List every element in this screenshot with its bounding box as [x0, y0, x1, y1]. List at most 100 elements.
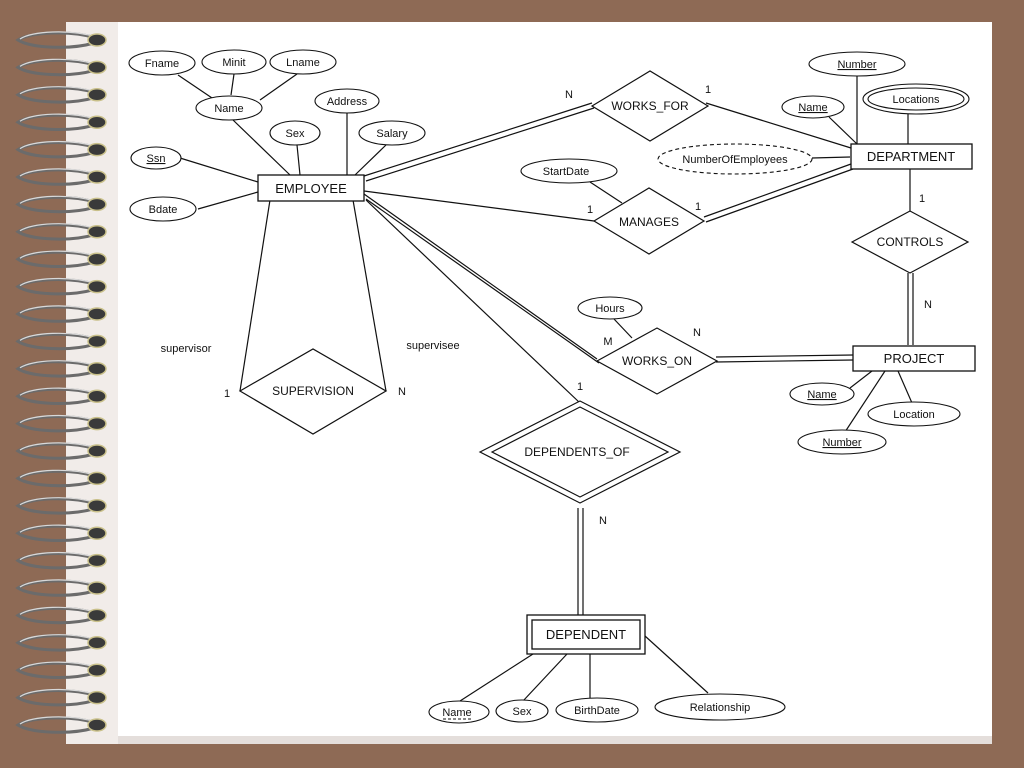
binder-ring — [15, 305, 107, 323]
attr-name[interactable] — [195, 95, 263, 121]
attr-proj-name[interactable] — [789, 382, 855, 406]
line-location-proj — [897, 370, 913, 404]
binder-ring — [15, 661, 107, 679]
label-dep-relationship: Relationship — [690, 702, 751, 714]
supervision-relationship[interactable]: SUPERVISION — [238, 348, 388, 435]
controls-label: CONTROLS — [877, 235, 944, 249]
attr-salary[interactable] — [358, 120, 426, 146]
binder-ring — [15, 58, 107, 77]
line-fname-name — [177, 74, 216, 101]
department-entity[interactable]: DEPARTMENT — [850, 143, 973, 170]
line-ssn-employee — [179, 157, 259, 183]
line-bdate-employee — [197, 191, 259, 210]
card-manages-dept: 1 — [695, 201, 701, 213]
label-proj-number: Number — [822, 437, 861, 449]
line-relationship-dep — [644, 635, 709, 694]
works-on-label: WORKS_ON — [622, 354, 692, 368]
connector-lines — [177, 73, 914, 702]
manages-label: MANAGES — [619, 215, 679, 229]
label-sex: Sex — [286, 128, 305, 140]
binder-ring — [15, 414, 107, 433]
works-on-relationship[interactable]: WORKS_ON — [595, 327, 719, 395]
label-number-of-employees: NumberOfEmployees — [682, 154, 788, 166]
binder-ring — [15, 140, 107, 159]
dependents-of-relationship[interactable]: DEPENDENTS_OF — [478, 400, 682, 504]
binder-ring — [15, 168, 107, 186]
binder-ring — [15, 195, 107, 214]
binder-ring — [15, 277, 107, 296]
department-label: DEPARTMENT — [867, 149, 955, 164]
line-emp-manages — [363, 190, 595, 222]
attr-hours[interactable] — [577, 296, 643, 320]
attr-minit[interactable] — [201, 49, 267, 75]
label-lname: Lname — [286, 57, 320, 69]
attr-dept-name[interactable] — [781, 95, 845, 119]
line-emp-workson-b — [365, 198, 600, 364]
binder-ring — [15, 113, 107, 131]
attr-address[interactable] — [314, 88, 380, 114]
binder-ring — [15, 579, 107, 597]
manages-relationship[interactable]: MANAGES — [592, 187, 706, 255]
line-emp-dependentsof — [365, 199, 581, 404]
line-manages-dept-b — [705, 168, 854, 223]
binder-ring — [15, 524, 107, 542]
attr-locations-inner — [867, 87, 965, 111]
dependent-label: DEPENDENT — [546, 627, 626, 642]
binder-ring — [15, 442, 107, 460]
line-hours-workson — [613, 318, 633, 339]
controls-relationship[interactable]: CONTROLS — [850, 210, 970, 274]
attr-bdate[interactable] — [129, 196, 197, 222]
binder-ring — [15, 360, 107, 378]
attr-dep-sex[interactable] — [495, 699, 549, 723]
card-supervision-supervisee: N — [398, 386, 406, 398]
card-works-for-emp: N — [565, 89, 573, 101]
binder-ring — [15, 250, 107, 268]
line-startdate-manages — [589, 181, 623, 204]
binder-ring — [15, 634, 107, 652]
attr-lname[interactable] — [269, 49, 337, 75]
works-for-relationship[interactable]: WORKS_FOR — [590, 70, 710, 142]
label-dept-number: Number — [837, 59, 876, 71]
binder-ring — [15, 223, 107, 241]
card-controls-proj: N — [924, 299, 932, 311]
label-hours: Hours — [595, 303, 625, 315]
label-start-date: StartDate — [543, 166, 589, 178]
line-name-employee — [232, 119, 291, 176]
binder-ring — [15, 31, 107, 49]
card-dependents-of-emp: 1 — [577, 381, 583, 393]
label-bdate: Bdate — [149, 204, 178, 216]
card-dependents-of-dep: N — [599, 515, 607, 527]
label-fname: Fname — [145, 58, 179, 70]
line-manages-dept-a — [703, 163, 852, 218]
employee-entity[interactable]: EMPLOYEE — [257, 174, 365, 202]
line-minit-name — [230, 73, 235, 96]
label-dep-birthdate: BirthDate — [574, 705, 620, 717]
attr-dept-number[interactable] — [808, 51, 906, 77]
label-dep-sex: Sex — [513, 706, 532, 718]
attr-sex[interactable] — [269, 120, 321, 146]
attr-ssn[interactable] — [130, 146, 182, 170]
line-depsex-dep — [522, 653, 568, 702]
line-emp-worksfor-a — [363, 102, 593, 177]
attr-dep-relationship[interactable] — [654, 693, 786, 721]
attr-start-date[interactable] — [520, 158, 618, 184]
line-emp-workson-a — [363, 193, 598, 360]
label-proj-name: Name — [807, 389, 836, 401]
label-proj-location: Location — [893, 409, 935, 421]
attr-dep-name[interactable] — [428, 700, 490, 724]
binder-ring — [15, 332, 107, 351]
attr-dep-birthdate[interactable] — [555, 697, 639, 723]
line-deptname-dept — [828, 116, 858, 145]
line-worksfor-dept — [705, 102, 852, 149]
attr-proj-location[interactable] — [867, 401, 961, 427]
line-sex-employee — [296, 144, 301, 176]
line-lname-name — [259, 73, 298, 101]
attr-proj-number[interactable] — [797, 429, 887, 455]
label-dep-name: Name — [442, 707, 471, 719]
dependent-entity[interactable]: DEPENDENT — [526, 614, 646, 655]
project-entity[interactable]: PROJECT — [852, 345, 976, 372]
attr-fname[interactable] — [128, 50, 196, 76]
attr-number-of-employees[interactable] — [657, 143, 813, 175]
role-supervisor: supervisor — [161, 343, 212, 355]
